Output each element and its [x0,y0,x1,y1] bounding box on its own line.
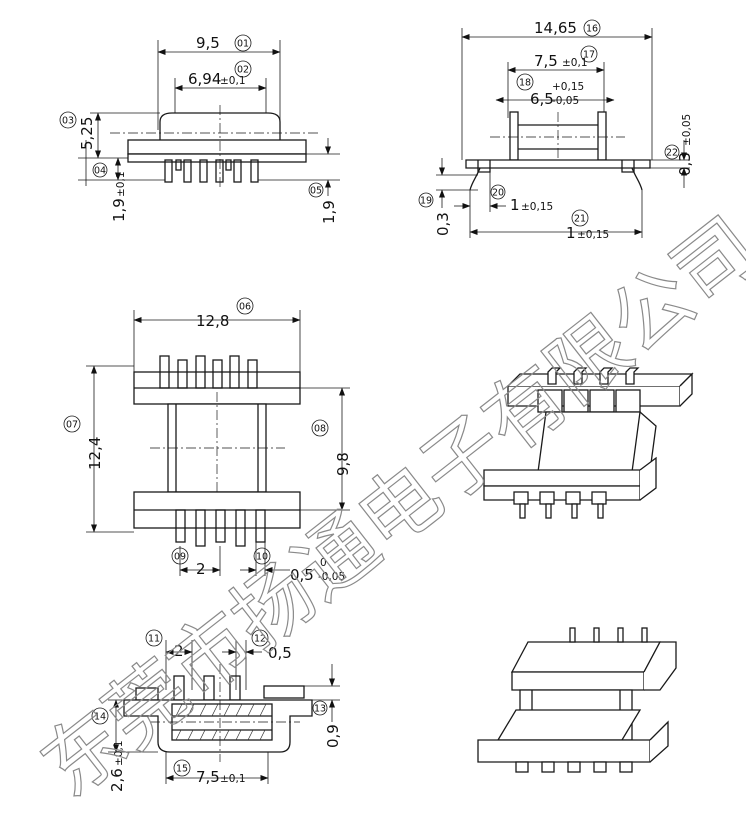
dim-09-value: 2 [196,560,206,578]
dim-18-tol-lower: -0,05 [552,95,579,107]
dim-03-value: 5,25 [78,117,96,150]
dim-19-callout: 19 [420,196,432,207]
dim-02-tolerance: ±0,1 [220,75,246,87]
front-view: 9,5 01 6,94 ±0,1 02 5,25 [59,34,340,224]
side-view: 14,65 16 7,5 ±0,1 17 6,5 +0,15 -0,05 18 [418,19,694,242]
dim-11-callout: 11 [148,634,160,645]
dim-07-value: 12,4 [86,437,104,470]
dim-03-callout: 03 [62,116,74,127]
dim-11-value: 2 [174,642,184,660]
bottom-view: 2 11 0,5 12 [91,629,342,792]
dim-12-value: 0,5 [268,644,292,662]
dim-09-callout: 09 [174,552,186,563]
dim-18-value: 6,5 [530,90,554,108]
dim-17-tolerance: ±0,1 [562,57,588,69]
dim-22-tolerance: ±0,05 [681,114,693,146]
dim-07-callout: 07 [66,420,78,431]
dim-19-value: 0,3 [434,212,452,236]
isometric-view-top [483,367,694,519]
dim-05-callout: 05 [310,186,322,197]
dim-17-value: 7,5 [534,52,558,70]
dim-12-callout: 12 [254,634,266,645]
dim-15-value: 7,5 [196,768,220,786]
dim-15-tolerance: ±0,1 [220,773,246,785]
dim-08-value: 9,8 [334,452,352,476]
dim-10-tol-lower: -0,05 [318,571,345,583]
dim-06-callout: 06 [239,302,251,313]
dim-08-callout: 08 [314,424,326,435]
dim-04-tolerance: ±0,1 [115,172,127,198]
dim-20-callout: 20 [492,188,504,199]
dim-20-tolerance: ±0,15 [521,201,553,213]
dim-05-value: 1,9 [320,200,338,224]
dim-15-callout: 15 [176,764,188,775]
dim-10-callout: 10 [256,552,268,563]
dim-18-tol-upper: +0,15 [552,81,584,93]
dim-01-value: 9,5 [196,34,220,52]
watermark-text: 东莞市扬通电子有限公司 [24,200,746,815]
dim-06-value: 12,8 [196,312,229,330]
isometric-view-bottom [477,627,677,773]
dim-22-callout: 22 [666,148,678,159]
dim-21-tolerance: ±0,15 [577,229,609,241]
dim-13-callout: 13 [314,704,326,715]
dim-22-value: 0,3 [676,152,694,176]
dim-16-callout: 16 [586,24,598,35]
dim-04-callout: 04 [94,166,106,177]
dim-20-value: 1 [510,196,520,214]
dim-10-tol-upper: 0 [320,557,327,569]
dim-02-value: 6,94 [188,70,221,88]
dim-14-value: 2,6 [108,768,126,792]
dim-13-value: 0,9 [324,724,342,748]
dim-17-callout: 17 [583,50,595,61]
dim-21-callout: 21 [574,214,586,225]
dim-01-callout: 01 [237,39,249,50]
dim-21-value: 1 [566,224,576,242]
dim-16-value: 14,65 [534,19,577,37]
dim-14-callout: 14 [94,712,106,723]
dim-02-callout: 02 [237,65,249,76]
dim-04-value: 1,9 [110,198,128,222]
dim-18-callout: 18 [519,78,531,89]
dim-14-tolerance: ±0,1 [113,741,125,767]
top-view: 12,8 06 12 [63,297,352,584]
dim-10-value: 0,5 [290,566,314,584]
